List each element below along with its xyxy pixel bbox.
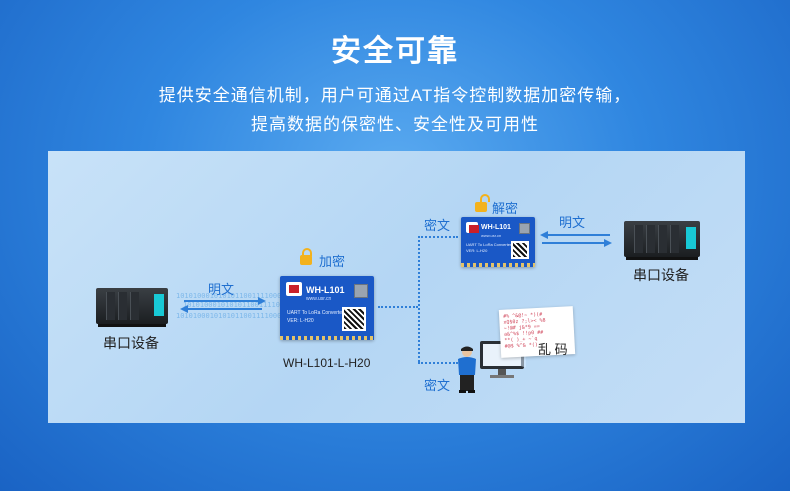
qr-code-icon <box>342 307 366 331</box>
center-module-caption: WH-L101-L-H20 <box>283 356 371 370</box>
center-module-desc2: VER: L-H20 <box>287 318 314 324</box>
page-title: 安全可靠 <box>331 35 459 68</box>
module-chip <box>354 284 368 298</box>
binary-stream-left-3: 10101000101010110011110000101 <box>176 312 299 320</box>
link-center-out <box>378 306 418 308</box>
subtitle-line-1: 提供安全通信机制，用户可通过AT指令控制数据加密传输， <box>158 86 632 105</box>
lock-icon <box>300 248 312 265</box>
arrow-left-right-icon <box>180 297 266 313</box>
qr-code-icon-right <box>511 241 529 259</box>
branch-top-label: 密文 <box>424 218 451 233</box>
left-link-label: 明文 <box>208 282 235 297</box>
center-module-name: WH-L101 <box>306 285 345 295</box>
unlock-icon <box>475 194 490 212</box>
subtitle-line-2: 提高数据的保密性、安全性及可用性 <box>251 115 539 134</box>
diagram-panel: 串口设备 10101000101010110011110000101 10101… <box>48 151 745 423</box>
usr-logo-icon-right <box>466 222 479 233</box>
center-module-desc1: UART To LoRa Converter <box>287 310 344 316</box>
right-device-label: 串口设备 <box>633 267 689 283</box>
decrypt-label: 解密 <box>492 201 519 216</box>
right-module-desc1: UART To LoRa Converter <box>466 242 512 247</box>
plc-device-icon <box>96 288 168 327</box>
left-device-label: 串口设备 <box>103 335 159 351</box>
right-link-label: 明文 <box>559 215 586 230</box>
arrow-left-right-icon-right <box>540 231 612 247</box>
branch-bottom-label: 密文 <box>424 378 451 393</box>
plc-device-icon-right <box>624 221 700 260</box>
person-icon <box>458 346 476 393</box>
link-branch-vertical <box>418 236 420 362</box>
encrypt-label: 加密 <box>319 254 346 269</box>
binary-stream-left-2: 10101000101010110011110000101 <box>183 301 306 309</box>
module-chip-right <box>519 223 530 234</box>
right-module-url: www.usr.cn <box>481 233 502 238</box>
right-module-desc2: VER: L-H20 <box>466 248 488 253</box>
usr-logo-icon <box>286 282 302 296</box>
right-module-name: WH-L101 <box>481 224 511 231</box>
garbled-label: 乱 码 <box>538 342 568 357</box>
link-branch-bottom <box>418 362 458 364</box>
link-branch-top <box>418 236 458 238</box>
binary-stream-left: 10101000101010110011110000101 <box>176 292 299 300</box>
center-module: WH-L101 www.usr.cn UART To LoRa Converte… <box>280 276 374 340</box>
right-module: WH-L101 www.usr.cn UART To LoRa Converte… <box>461 217 535 267</box>
center-module-url: www.usr.cn <box>306 296 332 302</box>
